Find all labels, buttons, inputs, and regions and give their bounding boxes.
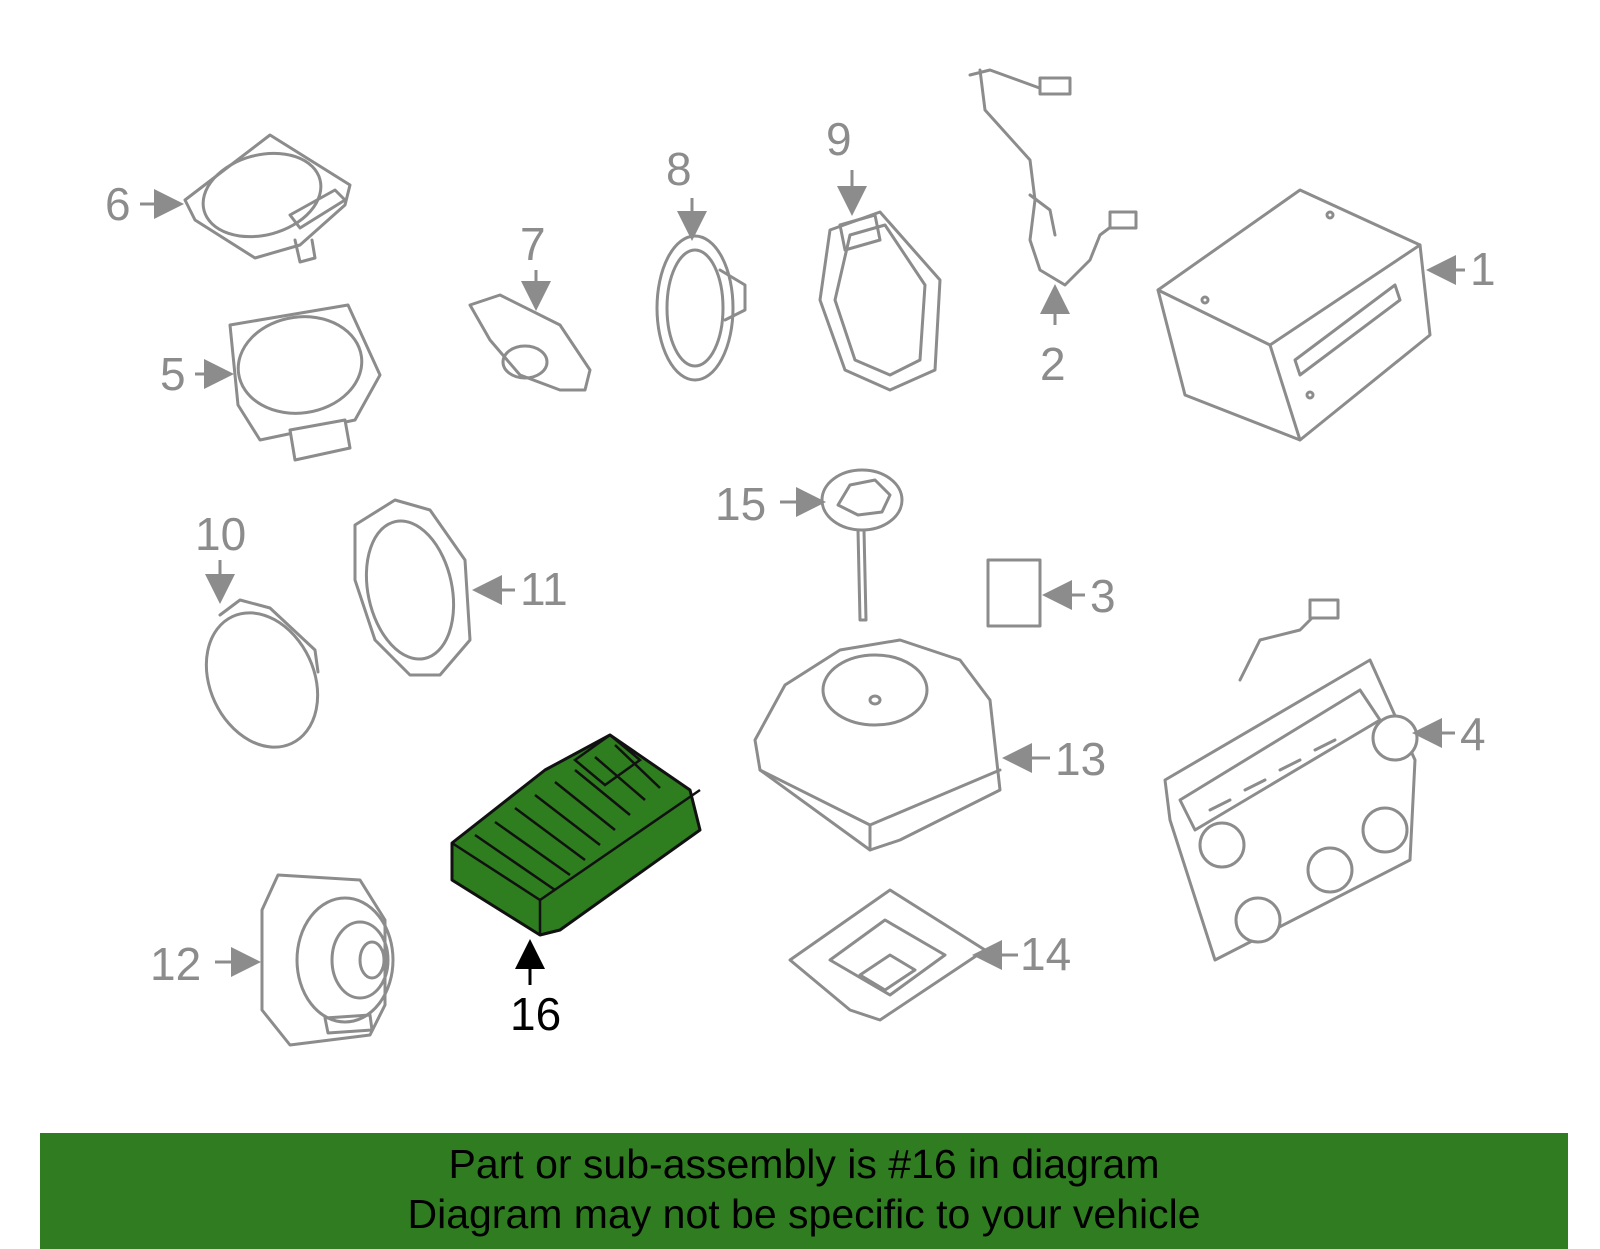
part-12-speaker xyxy=(260,873,395,1047)
svg-text:12: 12 xyxy=(150,938,201,990)
part-1-receiver xyxy=(1156,188,1432,442)
svg-text:10: 10 xyxy=(195,508,246,560)
callout-11: 11 xyxy=(472,563,568,615)
part-13-subwoofer xyxy=(753,638,1002,852)
callout-13: 13 xyxy=(1002,733,1106,785)
svg-text:16: 16 xyxy=(510,988,561,1040)
callout-2: 2 xyxy=(1040,284,1070,390)
svg-text:14: 14 xyxy=(1020,928,1071,980)
svg-text:9: 9 xyxy=(826,113,852,165)
part-14-module xyxy=(788,888,987,1022)
svg-text:6: 6 xyxy=(105,178,131,230)
part-4-control-panel xyxy=(1163,598,1419,962)
svg-text:15: 15 xyxy=(715,478,766,530)
part-8-speaker xyxy=(655,234,747,382)
banner-line-1: Part or sub-assembly is #16 in diagram xyxy=(448,1141,1160,1187)
callout-15: 15 xyxy=(715,478,826,530)
svg-text:1: 1 xyxy=(1470,243,1496,295)
callout-10: 10 xyxy=(195,508,246,604)
banner-line-2: Diagram may not be specific to your vehi… xyxy=(407,1191,1201,1237)
part-16-amplifier xyxy=(450,733,702,937)
callout-5: 5 xyxy=(160,348,234,400)
callout-14: 14 xyxy=(972,928,1071,980)
svg-text:13: 13 xyxy=(1055,733,1106,785)
svg-text:5: 5 xyxy=(160,348,186,400)
callout-1: 1 xyxy=(1426,243,1496,295)
svg-text:4: 4 xyxy=(1460,708,1486,760)
part-7-tweeter xyxy=(468,293,592,392)
callout-12: 12 xyxy=(150,938,261,990)
part-10-speaker xyxy=(204,598,320,749)
part-15-knob xyxy=(820,468,904,622)
svg-text:11: 11 xyxy=(520,563,568,615)
part-11-adapter xyxy=(353,498,472,677)
part-3-label xyxy=(986,558,1042,628)
callout-16: 16 xyxy=(510,939,561,1040)
callout-8: 8 xyxy=(666,143,707,241)
callout-7: 7 xyxy=(520,218,551,311)
part-2-harness xyxy=(968,68,1138,287)
svg-text:8: 8 xyxy=(666,143,692,195)
part-9-bracket xyxy=(818,210,942,392)
callout-6: 6 xyxy=(105,178,184,230)
callout-9: 9 xyxy=(826,113,867,216)
callout-4: 4 xyxy=(1412,708,1486,760)
info-banner: Part or sub-assembly is #16 in diagram D… xyxy=(40,1133,1568,1249)
svg-text:2: 2 xyxy=(1040,338,1066,390)
callout-3: 3 xyxy=(1042,570,1116,622)
part-5-speaker xyxy=(228,303,382,462)
svg-text:7: 7 xyxy=(520,218,546,270)
part-6-speaker xyxy=(183,133,352,264)
svg-text:3: 3 xyxy=(1090,570,1116,622)
